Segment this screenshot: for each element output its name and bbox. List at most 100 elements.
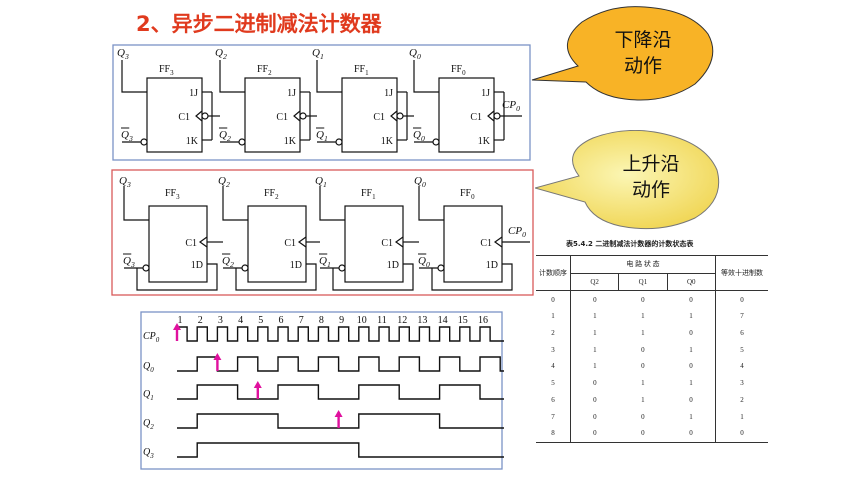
row-decimal: 2 — [715, 391, 768, 409]
row-bit: 0 — [641, 295, 645, 304]
row-bit: 0 — [667, 424, 716, 443]
falling-edge-callout: 下降沿 动作 — [531, 6, 714, 101]
row-bit: 0 — [641, 345, 645, 354]
d-pin-clock: C1 — [480, 238, 492, 249]
pulse-number: 10 — [357, 315, 367, 326]
state-subheader: Q1 — [618, 272, 668, 292]
row-bit: 0 — [689, 329, 693, 338]
d-pin-clock: C1 — [381, 238, 393, 249]
waveform — [177, 442, 504, 458]
row-bit: 1 — [641, 379, 645, 388]
pulse-number: 13 — [417, 315, 427, 326]
row-decimal: 0 — [715, 290, 768, 309]
pulse-number: 6 — [279, 315, 284, 326]
row-bit: 0 — [641, 362, 645, 371]
row-bit: 0 — [570, 424, 619, 443]
pulse-number: 15 — [458, 315, 468, 326]
pulse-number: 14 — [438, 315, 448, 326]
pulse-number: 8 — [319, 315, 324, 326]
jk-pin-clock: C1 — [178, 112, 190, 123]
table-row: 0 0 0 0 0 — [536, 290, 768, 309]
row-bit: 0 — [593, 412, 597, 421]
row-seq: 6 — [536, 391, 571, 409]
d-flipflop-box — [247, 205, 307, 283]
row-bit: 0 — [689, 295, 693, 304]
row-decimal: 7 — [715, 308, 768, 325]
pulse-number: 2 — [198, 315, 203, 326]
d-flipflop-label: FF1 — [361, 188, 376, 201]
d-pin-d: 1D — [290, 260, 302, 271]
jk-output-qbar: Q1 — [316, 129, 328, 143]
jk-pin-k: 1K — [186, 136, 199, 147]
d-flipflop-box — [148, 205, 208, 283]
jk-counter-circuit: FF31JC11KQ3Q3FF21JC11KQ2Q2FF11JC11KQ1Q1F… — [112, 44, 531, 161]
jk-output-qbar: Q2 — [219, 129, 231, 143]
waveform — [177, 413, 504, 429]
row-bit: 1 — [593, 362, 597, 371]
d-output-q: Q2 — [218, 175, 230, 189]
signal-label: Q2 — [143, 418, 154, 431]
row-bit: 1 — [593, 329, 597, 338]
falling-edge-line1: 下降沿 — [614, 29, 671, 51]
d-pin-d: 1D — [486, 260, 498, 271]
row-bit: 1 — [641, 312, 645, 321]
d-flipflop-label: FF0 — [460, 188, 475, 201]
jk-flipflop-label: FF3 — [159, 64, 174, 77]
jk-pin-clock: C1 — [470, 112, 482, 123]
jk-pin-j: 1J — [287, 88, 296, 99]
row-seq: 1 — [536, 308, 571, 325]
d-output-qbar: Q3 — [123, 255, 135, 269]
d-flipflop-label: FF2 — [264, 188, 279, 201]
d-pin-clock: C1 — [185, 238, 197, 249]
row-seq: 5 — [536, 374, 571, 392]
row-bit: 0 — [689, 395, 693, 404]
jk-pin-j: 1J — [384, 88, 393, 99]
row-bit: 0 — [593, 295, 597, 304]
falling-edge-line2: 动作 — [624, 55, 662, 77]
pulse-number: 11 — [377, 315, 387, 326]
d-output-q: Q1 — [315, 175, 327, 189]
row-seq: 4 — [536, 358, 571, 375]
col-state: 电 路 状 态 — [570, 255, 716, 274]
signal-label: Q1 — [143, 389, 154, 402]
d-pin-d: 1D — [191, 260, 203, 271]
d-output-qbar: Q1 — [319, 255, 331, 269]
d-output-qbar: Q2 — [222, 255, 234, 269]
state-subheader: Q0 — [667, 272, 716, 292]
row-bit: 0 — [593, 379, 597, 388]
row-bit: 1 — [593, 345, 597, 354]
waveform — [177, 326, 504, 342]
pulse-number: 7 — [299, 315, 304, 326]
edge-arrow-head — [213, 353, 222, 360]
rising-edge-line2: 动作 — [632, 179, 670, 201]
signal-label: CP0 — [143, 331, 160, 344]
jk-pin-k: 1K — [381, 136, 394, 147]
d-output-q: Q0 — [414, 175, 426, 189]
row-decimal: 5 — [715, 341, 768, 359]
state-subheader: Q2 — [570, 272, 620, 292]
row-bit: 1 — [641, 395, 645, 404]
row-seq: 8 — [536, 424, 571, 443]
d-pin-clock: C1 — [284, 238, 296, 249]
jk-flipflop-label: FF1 — [354, 64, 369, 77]
d-flipflop-box — [344, 205, 404, 283]
row-seq: 0 — [536, 290, 571, 309]
row-seq: 7 — [536, 408, 571, 425]
waveform — [177, 384, 504, 400]
pulse-number: 3 — [218, 315, 223, 326]
pulse-number: 12 — [397, 315, 407, 326]
jk-output-qbar: Q3 — [121, 129, 133, 143]
row-bit: 0 — [618, 424, 668, 443]
edge-arrow-head — [334, 410, 343, 417]
page-title: 2、异步二进制减法计数器 — [136, 12, 382, 36]
row-bit: 0 — [593, 395, 597, 404]
jk-output-q: Q0 — [409, 47, 421, 61]
table-row: 6 0 1 0 2 — [536, 391, 768, 409]
waveform — [177, 356, 504, 372]
row-bit: 1 — [689, 412, 693, 421]
